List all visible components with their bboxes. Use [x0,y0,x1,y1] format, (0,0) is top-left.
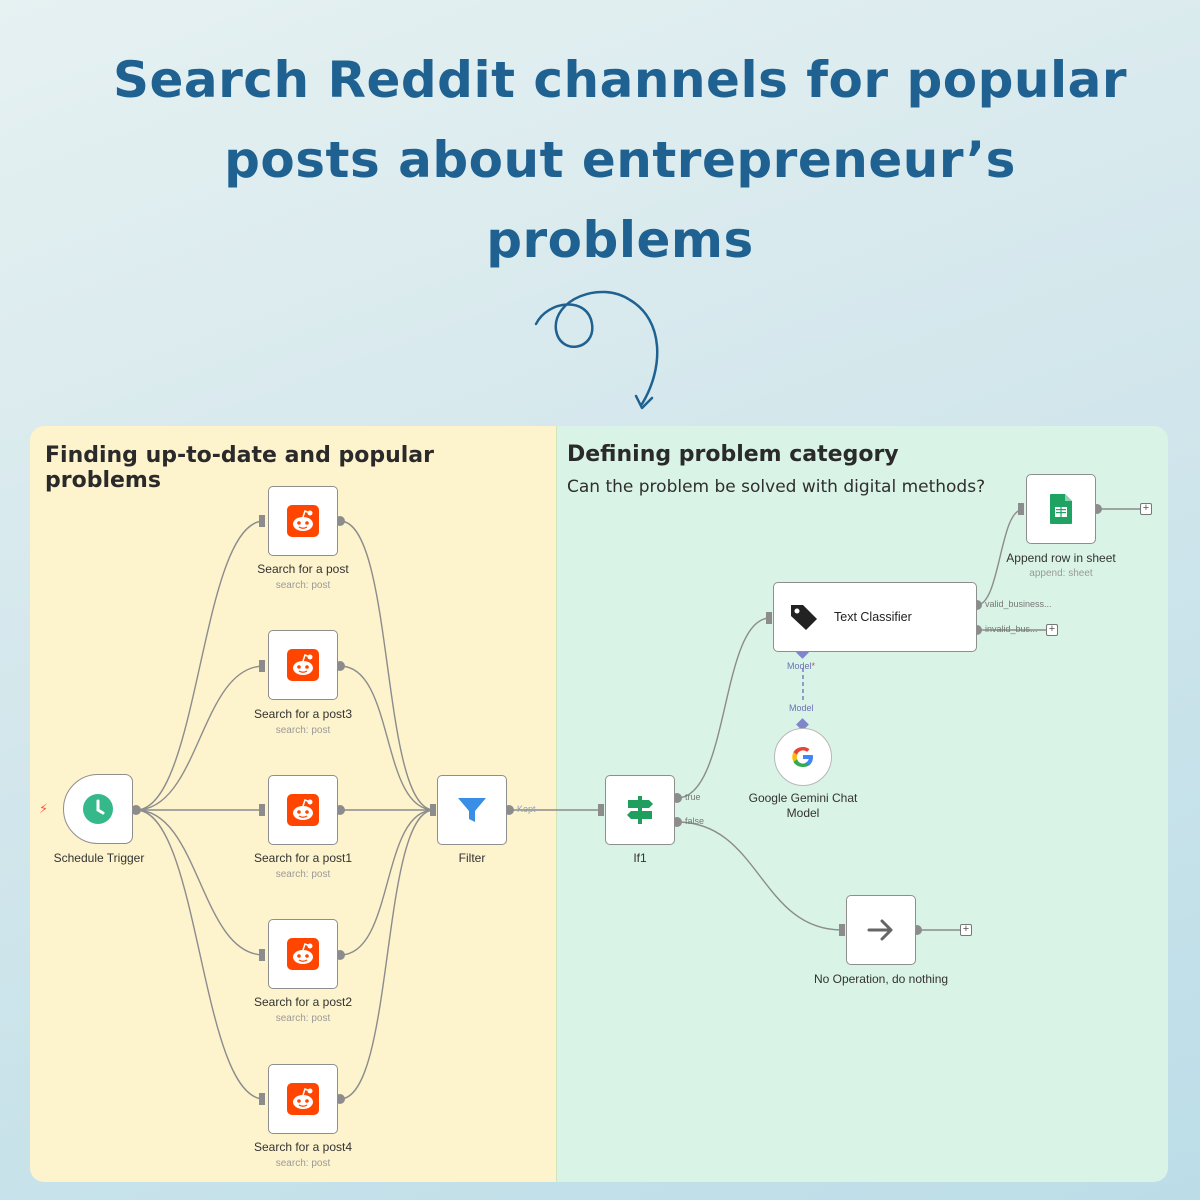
node-label: Search for a post2 [253,995,353,1009]
section-title: Defining problem category [567,442,899,467]
node-no-operation[interactable] [846,895,916,965]
google-icon [792,747,813,767]
signpost-icon [627,796,653,824]
node-label: Search for a post1 [253,851,353,865]
output-label-invalid: invalid_bus... [985,624,1038,634]
sheets-icon [1050,494,1072,524]
add-node-button[interactable]: + [1140,503,1152,515]
node-label: Search for a post3 [253,707,353,721]
node-subtitle: append: sheet [1029,568,1093,579]
node-label: Search for a post4 [253,1140,353,1154]
decorative-curly-arrow [534,290,659,406]
reddit-icon [287,938,319,970]
node-label: Search for a post [257,562,349,576]
node-schedule-trigger[interactable] [63,774,133,844]
node-label: Schedule Trigger [53,851,145,865]
output-label-true: true [685,792,701,802]
output-label-kept: Kept [517,804,536,814]
reddit-icon [287,794,319,826]
add-node-button[interactable]: + [1046,624,1058,636]
node-google-gemini[interactable] [774,728,832,786]
section-title: Finding up-to-date and popular problems [45,443,435,493]
arrow-right-icon [867,919,893,941]
node-subtitle: search: post [275,725,331,736]
output-label-valid: valid_business... [985,599,1052,609]
section-subtitle: Can the problem be solved with digital m… [567,477,986,497]
clock-icon [83,794,113,824]
node-search-post2[interactable] [268,919,338,989]
node-subtitle: search: post [275,1158,331,1169]
funnel-icon [458,798,486,822]
node-search-post4[interactable] [268,1064,338,1134]
tag-icon [791,605,817,630]
page-headline: Search Reddit channels for popular posts… [100,40,1140,280]
headline-line-1: Search Reddit channels for popular [112,51,1128,109]
node-label: No Operation, do nothing [813,972,949,986]
node-filter[interactable] [437,775,507,845]
node-append-row-sheet[interactable] [1026,474,1096,544]
node-subtitle: search: post [275,580,331,591]
node-search-post[interactable] [268,486,338,556]
add-node-button[interactable]: + [960,924,972,936]
node-label: Google Gemini Chat Model [748,791,858,820]
headline-line-3: problems [486,211,754,269]
node-text-classifier[interactable]: Text Classifier [773,582,977,652]
node-label: Filter [458,851,486,865]
node-title: Text Classifier [834,610,912,624]
node-subtitle: search: post [275,1013,331,1024]
reddit-icon [287,505,319,537]
reddit-icon [287,649,319,681]
lightning-icon: ⚡ [39,801,49,816]
model-port-label: Model* [787,661,816,671]
node-label: If1 [633,851,647,865]
node-search-post1[interactable] [268,775,338,845]
node-search-post3[interactable] [268,630,338,700]
reddit-icon [287,1083,319,1115]
model-port-label: Model [789,703,814,713]
decorative-arrow-head [634,394,654,410]
output-label-false: false [685,816,705,826]
node-if1[interactable] [605,775,675,845]
headline-line-2: posts about entrepreneur’s [224,131,1016,189]
node-subtitle: search: post [275,869,331,880]
node-label: Append row in sheet [1006,551,1116,565]
